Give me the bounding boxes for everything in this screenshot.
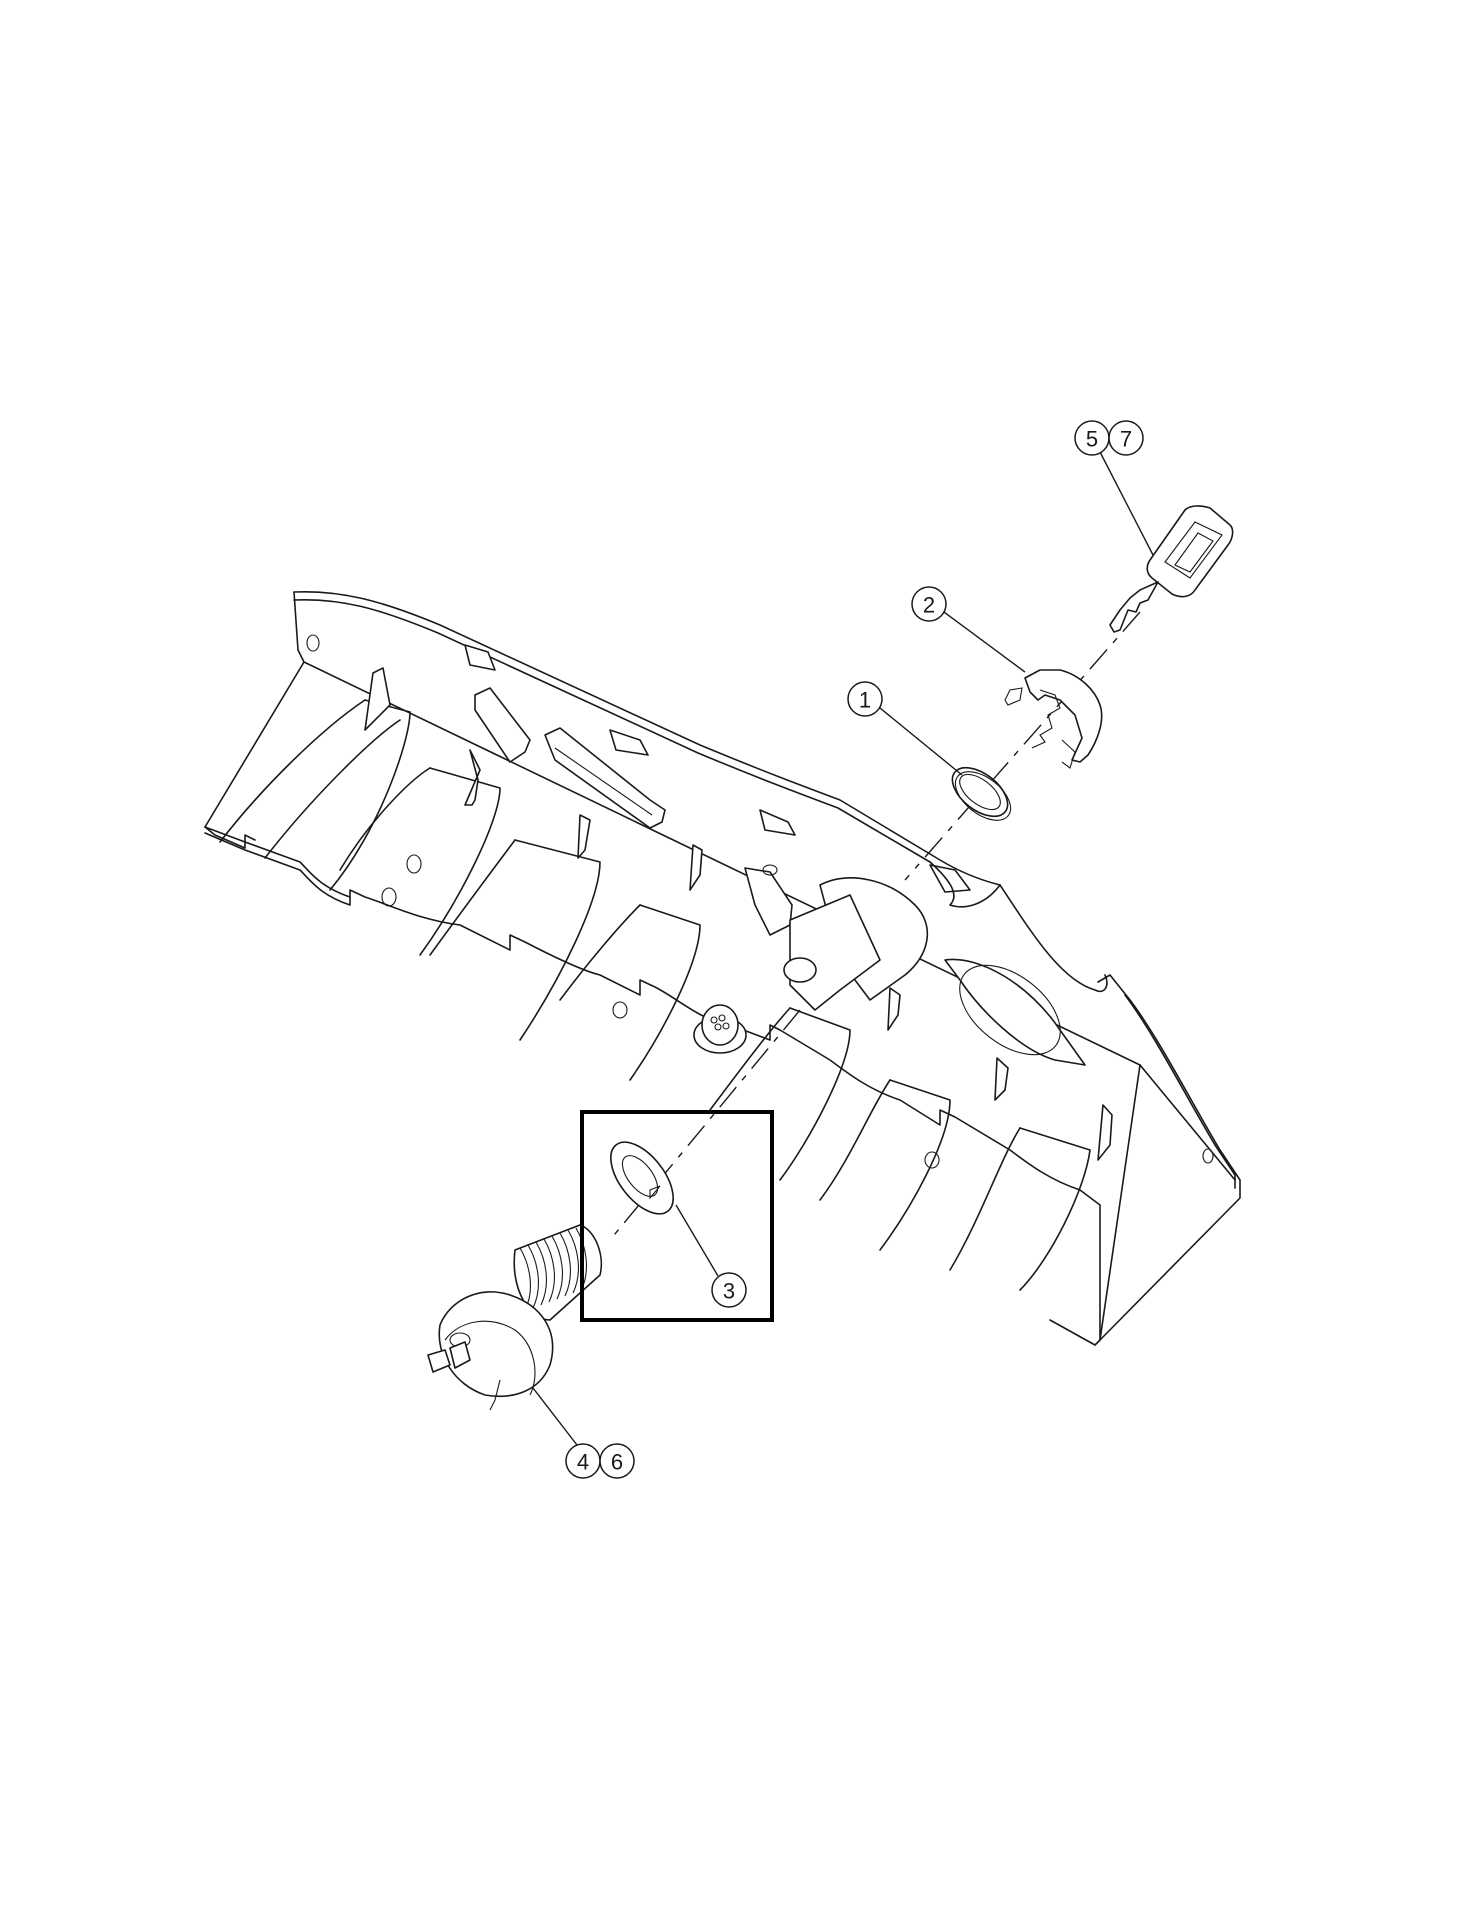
round-connector (693, 1004, 747, 1054)
ignition-housing (744, 864, 929, 1011)
leader-3 (675, 1204, 719, 1277)
callout-7[interactable]: 7 (1108, 420, 1144, 456)
bezel-clip-part (1004, 669, 1103, 769)
callout-4[interactable]: 4 (565, 1443, 601, 1479)
washer-part (610, 1141, 674, 1215)
assembly-axis-line (904, 611, 1141, 881)
svg-text:7: 7 (1120, 427, 1132, 452)
nut-part (951, 766, 1012, 821)
svg-text:3: 3 (723, 1279, 735, 1304)
leader-4-6 (532, 1387, 578, 1446)
callout-2[interactable]: 2 (911, 586, 947, 622)
callout-5[interactable]: 5 (1074, 420, 1110, 456)
highlight-box (580, 1110, 774, 1322)
svg-text:1: 1 (859, 688, 871, 713)
callout-1[interactable]: 1 (847, 681, 883, 717)
key-part (1109, 505, 1234, 633)
leader-2 (943, 611, 1026, 673)
panel-body (204, 590, 1241, 1346)
svg-text:2: 2 (923, 593, 935, 618)
callout-6[interactable]: 6 (599, 1443, 635, 1479)
leader-1 (879, 707, 963, 776)
callout-3[interactable]: 3 (711, 1272, 747, 1308)
svg-text:5: 5 (1086, 427, 1098, 452)
leader-5-7 (1099, 451, 1154, 556)
svg-text:6: 6 (611, 1450, 623, 1475)
threaded-switch-part (427, 1224, 602, 1411)
svg-text:4: 4 (577, 1450, 589, 1475)
